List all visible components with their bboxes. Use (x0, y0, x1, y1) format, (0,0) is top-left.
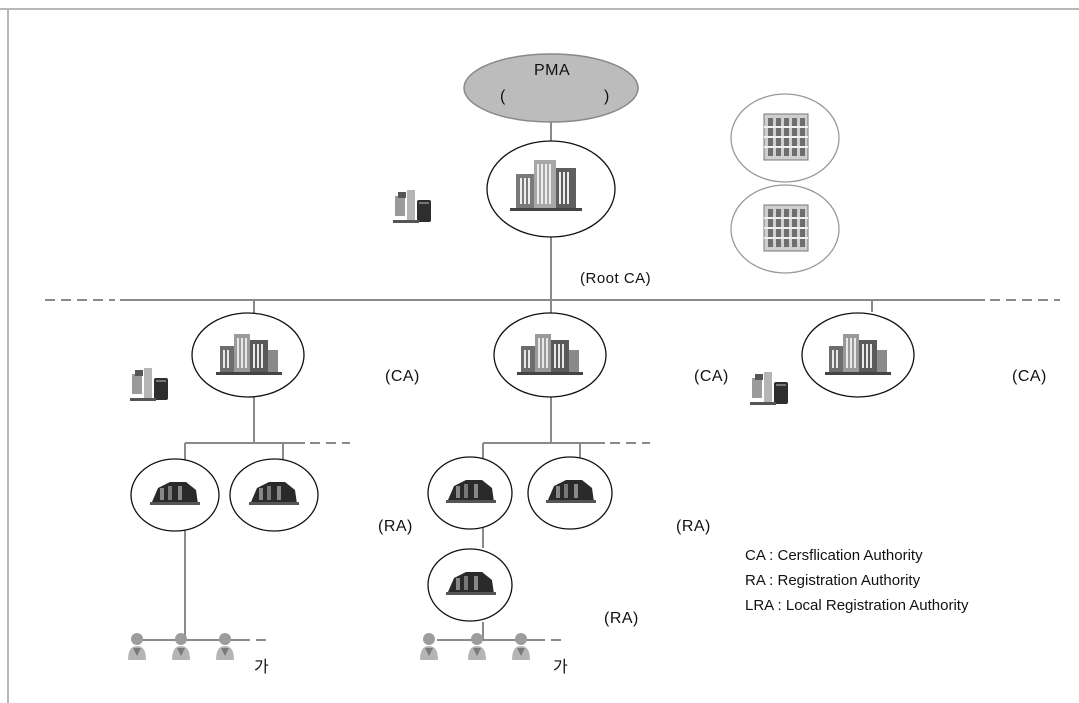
legend: CA : Cersflication Authority RA : Regist… (745, 543, 968, 618)
dashed-continuation-lines (45, 299, 1060, 641)
connector-lines (120, 122, 985, 641)
user-icon (128, 633, 146, 660)
ra-label-1: (RA) (378, 518, 413, 535)
user-icon (420, 633, 438, 660)
user-icon (216, 633, 234, 660)
pma-ellipse (463, 53, 639, 123)
user-icon (512, 633, 530, 660)
pma-paren-close: ) (604, 88, 610, 105)
server-grid-icon (763, 113, 809, 161)
ca-label-left: (CA) (385, 368, 420, 385)
frame-top-border (0, 8, 1079, 10)
legend-item-ca: CA : Cersflication Authority (745, 547, 923, 564)
root-ca-label: (Root CA) (580, 270, 652, 287)
ra-label-2: (RA) (676, 518, 711, 535)
ca-right-computer-icon (750, 372, 788, 405)
user-group-suffix-left: 가 (254, 659, 270, 676)
legend-item-lra: LRA : Local Registration Authority (745, 597, 969, 614)
pma-label: PMA (534, 62, 571, 79)
ca-label-right: (CA) (1012, 368, 1047, 385)
root-computer-icon (393, 190, 431, 223)
frame-left-border (7, 8, 9, 703)
ra-label-3: (RA) (604, 610, 639, 627)
user-group-suffix-center: 가 (553, 659, 569, 676)
ca-left-computer-icon (130, 368, 168, 401)
pma-paren-open: ( (500, 88, 506, 105)
ca-label-center: (CA) (694, 368, 729, 385)
legend-item-ra: RA : Registration Authority (745, 572, 921, 589)
user-icon (172, 633, 190, 660)
server-grid-icon (763, 204, 809, 252)
